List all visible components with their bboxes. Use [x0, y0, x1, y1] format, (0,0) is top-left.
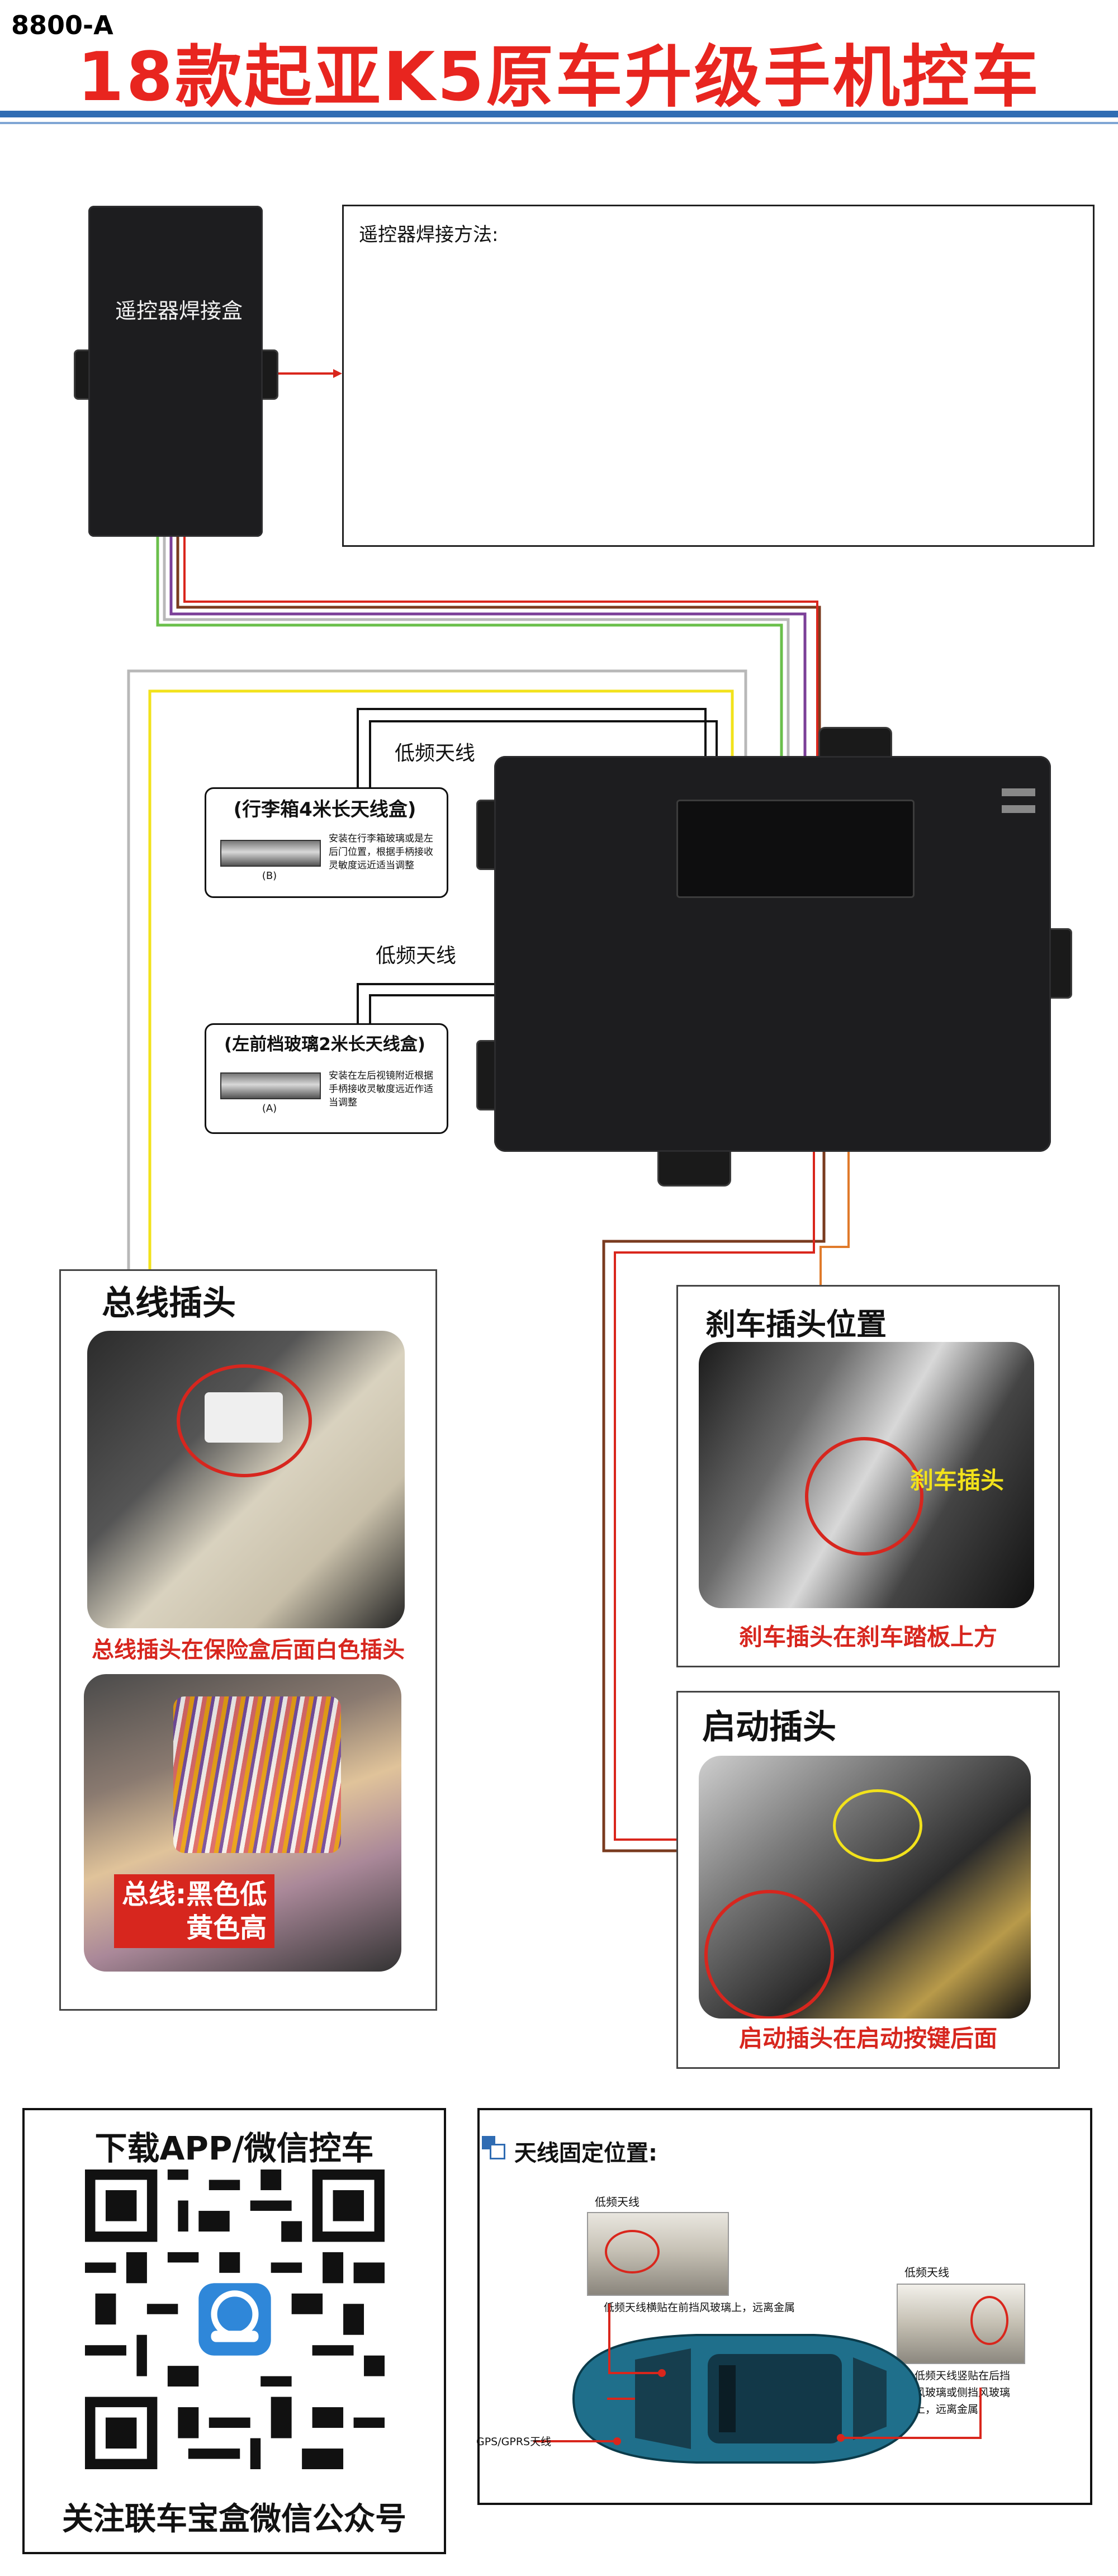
lf-left-label: 低频天线	[595, 2195, 639, 2209]
lf-right-note-line1: 低频天线竖贴在后挡	[915, 2370, 1011, 2382]
module-vent	[1002, 788, 1035, 796]
lf-right-label: 低频天线	[904, 2266, 949, 2279]
wiring-diagram	[127, 369, 850, 1852]
antenna-bar-b	[220, 840, 321, 867]
antenna-a-note: 安装在左后视镜附近根据手柄接收灵敏度远近作适当调整	[329, 1070, 433, 1108]
weld-box	[88, 206, 263, 537]
lf-antenna-label-upper: 低频天线	[395, 742, 476, 765]
qr-footer: 关注联车宝盒微信公众号	[62, 2501, 406, 2537]
antenna-a-letter: (A)	[262, 1103, 277, 1114]
purple-wire	[169, 536, 807, 822]
lf-left-note: 低频天线横贴在前挡风玻璃上，远离金属	[604, 2301, 795, 2314]
bus-photo-2-wires	[173, 1696, 341, 1853]
start-photo	[699, 1756, 1031, 2019]
qr-title: 下载APP/微信控车	[94, 2129, 374, 2167]
weld-method-title: 遥控器焊接方法:	[359, 224, 499, 246]
brake-photo	[699, 1342, 1034, 1608]
antenna-b-letter: (B)	[262, 870, 277, 882]
car-top-view	[572, 2334, 922, 2464]
bus-photo-1-highlight	[177, 1364, 312, 1477]
brake-panel-caption: 刹车插头在刹车踏板上方	[738, 1623, 997, 1651]
gps-label: GPS/GPRS天线	[476, 2436, 552, 2448]
lf-right-note: 低频天线竖贴在后挡 风玻璃或侧挡风玻璃 上，远离金属	[915, 2367, 1010, 2418]
antenna-b-note: 安装在行李箱玻璃或是左后门位置，根据手柄接收灵敏度远近适当调整	[329, 833, 433, 871]
antenna-box-front-title: (左前档玻璃2米长天线盒)	[224, 1034, 425, 1055]
bus-photo-label: 总线:黑色低 黄色高	[114, 1874, 275, 1948]
gray-wire-a	[163, 536, 790, 822]
lf-right-note-line2: 风玻璃或侧挡风玻璃	[915, 2386, 1011, 2399]
model-code: 8800-A	[11, 10, 113, 40]
bus-photo-1	[87, 1331, 405, 1628]
page-title: 18款起亚K5原车升级手机控车	[77, 39, 1041, 116]
bus-panel-heading: 总线插头	[102, 1284, 236, 1323]
brown-wire-a	[176, 536, 821, 822]
rear-window-photo	[897, 2284, 1025, 2364]
qr-code[interactable]	[85, 2169, 385, 2469]
weld-method-box	[342, 205, 1095, 547]
start-panel-caption: 启动插头在启动按键后面	[738, 2025, 997, 2052]
lf-right-note-line3: 上，远离金属	[915, 2403, 979, 2416]
green-wire	[156, 536, 783, 822]
brake-photo-highlight	[805, 1437, 923, 1556]
antenna-position-title: 天线固定位置:	[514, 2140, 657, 2166]
module-vent	[1002, 805, 1035, 813]
header-rule-thin	[0, 122, 1118, 124]
bus-photo-label-line2: 黄色高	[186, 1912, 267, 1944]
module-connector	[676, 800, 915, 898]
start-panel-heading: 启动插头	[702, 1708, 836, 1747]
antenna-bar-a	[220, 1072, 321, 1099]
lf-antenna-label-lower: 低频天线	[376, 944, 457, 967]
brake-panel-heading: 刹车插头位置	[705, 1307, 887, 1342]
start-photo-highlight-lower	[704, 1890, 834, 2019]
weld-box-label: 遥控器焊接盒	[115, 299, 243, 323]
start-photo-highlight-upper	[833, 1789, 922, 1862]
brake-photo-label: 刹车插头	[910, 1467, 1005, 1494]
gray-bus-wire	[127, 669, 747, 1269]
antenna-box-front	[205, 1023, 448, 1134]
antenna-pointer-lines	[533, 2304, 982, 2445]
windshield-photo	[587, 2212, 729, 2296]
antenna-box-trunk	[205, 787, 448, 898]
weld-to-method-arrow	[333, 369, 342, 378]
bus-photo-label-line1: 总线:黑色低	[122, 1879, 267, 1910]
antenna-box-trunk-title: (行李箱4米长天线盒)	[233, 798, 416, 821]
antenna-position-icon	[482, 2136, 505, 2159]
header-rule	[0, 111, 1118, 117]
red-wire	[183, 536, 818, 822]
bus-panel-caption: 总线插头在保险盒后面白色插头	[92, 1637, 405, 1663]
bus-photo-1-connector	[205, 1392, 283, 1443]
